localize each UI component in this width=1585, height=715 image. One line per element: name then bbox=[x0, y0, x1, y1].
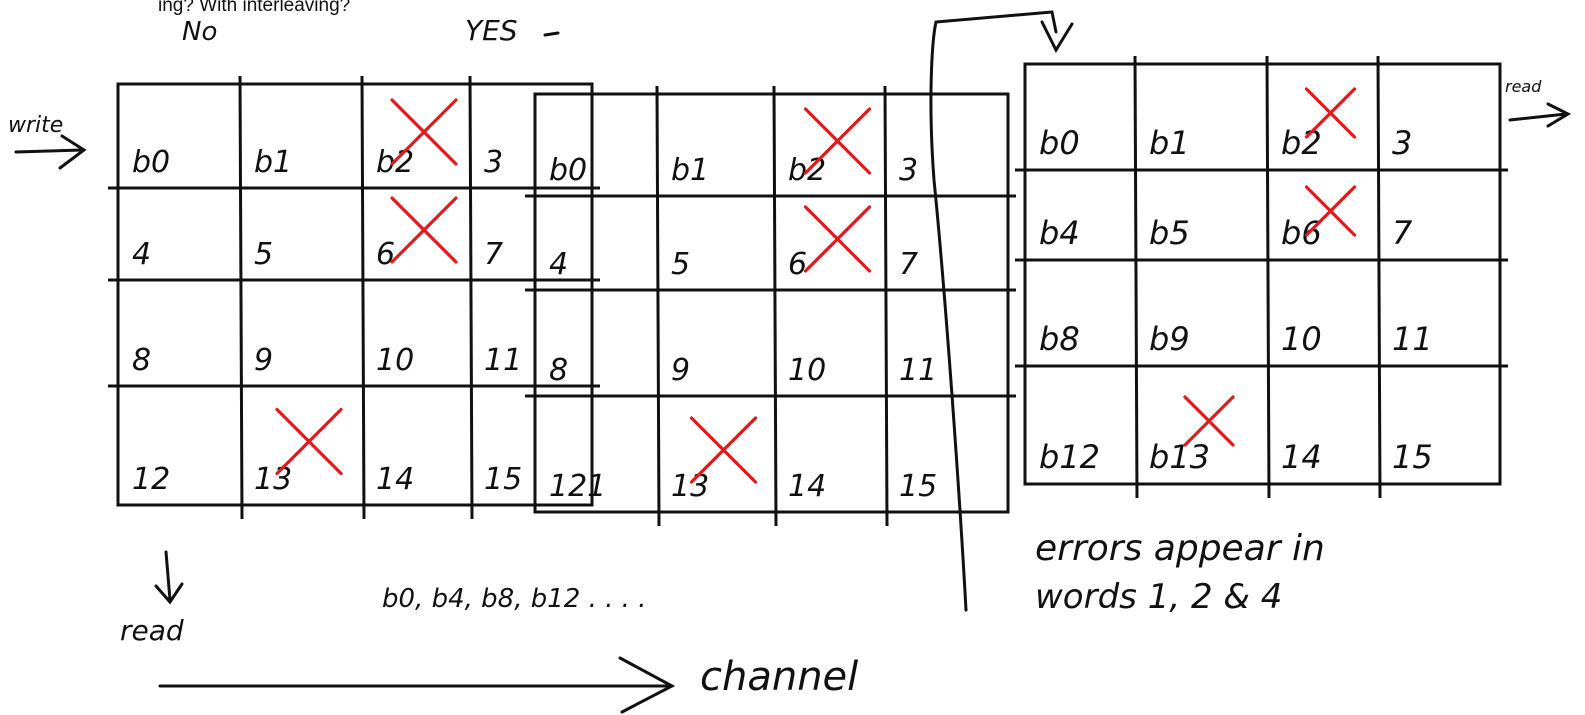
write-arrow bbox=[14, 134, 87, 170]
grid-cell-label: b12 bbox=[1039, 438, 1100, 476]
grid-column-line bbox=[468, 75, 474, 520]
grid-cell-label: 10 bbox=[788, 353, 826, 388]
grid-cell-label: 3 bbox=[1392, 124, 1412, 162]
grid-cell-label: b13 bbox=[1149, 438, 1210, 476]
grid-cell-label: 7 bbox=[484, 237, 503, 272]
grid-cell-label: 121 bbox=[549, 469, 606, 504]
grid-cell-label: b5 bbox=[1149, 214, 1190, 252]
channel-label: channel bbox=[700, 654, 858, 700]
grid-column-line bbox=[238, 75, 244, 520]
grid-cell-label: 6 bbox=[376, 237, 395, 272]
grid-cell-label: 3 bbox=[484, 145, 503, 180]
error-cross-mark bbox=[803, 107, 872, 175]
grid-frame bbox=[116, 82, 594, 507]
error-cross-mark bbox=[1304, 185, 1357, 237]
grid-frame bbox=[1023, 62, 1502, 486]
grid-cell-label: 7 bbox=[899, 247, 918, 282]
grid-cell-label: b4 bbox=[1039, 214, 1080, 252]
grid-frame bbox=[533, 92, 1010, 514]
grid-cell-label: 12 bbox=[132, 462, 170, 497]
errors-line-2: words 1, 2 & 4 bbox=[1035, 577, 1282, 617]
question-caption: ing? With interleaving? bbox=[158, 0, 351, 16]
answer-no: No bbox=[182, 17, 217, 47]
write-label: write bbox=[8, 113, 63, 138]
grid-cell-label: 15 bbox=[484, 462, 522, 497]
grid-cell-label: b1 bbox=[1149, 124, 1190, 162]
grid-cell-label: b6 bbox=[1281, 214, 1322, 252]
read-right-label: read bbox=[1505, 77, 1542, 96]
grid-cell-label: b1 bbox=[254, 145, 292, 180]
grid-column-line bbox=[772, 85, 778, 527]
grid-cell-label: 8 bbox=[549, 353, 568, 388]
grid-cell-label: b0 bbox=[549, 153, 587, 188]
read-sequence: b0, b4, b8, b12 . . . . bbox=[382, 584, 646, 614]
errors-line-1: errors appear in bbox=[1035, 528, 1325, 569]
error-cross-mark bbox=[275, 407, 343, 476]
grid-cell-label: 5 bbox=[254, 237, 273, 272]
grid-cell-label: 14 bbox=[788, 469, 826, 504]
grid-column-line bbox=[883, 85, 889, 527]
grid-cell-label: 11 bbox=[899, 353, 937, 388]
grid-cell-label: 6 bbox=[788, 247, 807, 282]
error-cross-mark bbox=[689, 416, 758, 484]
grid-cell-label: 14 bbox=[376, 462, 414, 497]
read-down-arrow bbox=[154, 550, 184, 605]
grid-column-line bbox=[1376, 55, 1382, 499]
grid-cell-label: b0 bbox=[132, 145, 170, 180]
grid-cell-label: 4 bbox=[549, 247, 568, 282]
read-right-arrow bbox=[1508, 102, 1572, 128]
grid-cell-label: 14 bbox=[1281, 438, 1322, 476]
channel-arrow bbox=[158, 656, 676, 714]
grid-column-line bbox=[1265, 55, 1271, 499]
grid-cell-label: b8 bbox=[1039, 320, 1080, 358]
grid-cell-label: 8 bbox=[132, 343, 151, 378]
grid-cell-label: 13 bbox=[254, 462, 292, 497]
grid-column-line bbox=[360, 75, 366, 520]
grid-cell-label: 3 bbox=[899, 153, 918, 188]
error-cross-mark bbox=[1304, 87, 1357, 139]
grid-column-line bbox=[1133, 55, 1139, 499]
error-cross-mark bbox=[390, 196, 458, 264]
grid-cell-label: 10 bbox=[376, 343, 414, 378]
grid-cell-label: 10 bbox=[1281, 320, 1322, 358]
error-cross-mark bbox=[1183, 395, 1235, 447]
grid-cell-label: 9 bbox=[254, 343, 273, 378]
grid-cell-label: 15 bbox=[899, 469, 937, 504]
grid-cell-label: 7 bbox=[1392, 214, 1413, 252]
read-left-label: read bbox=[120, 614, 184, 647]
grid-column-line bbox=[655, 85, 661, 527]
yes-dash bbox=[543, 31, 560, 37]
grid-cell-label: b9 bbox=[1149, 320, 1190, 358]
grid-cell-label: 5 bbox=[671, 247, 690, 282]
answer-yes: YES bbox=[465, 14, 518, 47]
grid-cell-label: 11 bbox=[1392, 320, 1433, 358]
grid-cell-label: 13 bbox=[671, 469, 709, 504]
grid-cell-label: 11 bbox=[484, 343, 522, 378]
error-cross-mark bbox=[803, 205, 872, 273]
grid-cell-label: b1 bbox=[671, 153, 709, 188]
grid-cell-label: 15 bbox=[1392, 438, 1433, 476]
transfer-line bbox=[929, 10, 1074, 612]
grid-cell-label: 4 bbox=[132, 237, 151, 272]
error-cross-mark bbox=[390, 98, 458, 166]
grid-cell-label: 9 bbox=[671, 353, 690, 388]
grid-cell-label: b0 bbox=[1039, 124, 1080, 162]
